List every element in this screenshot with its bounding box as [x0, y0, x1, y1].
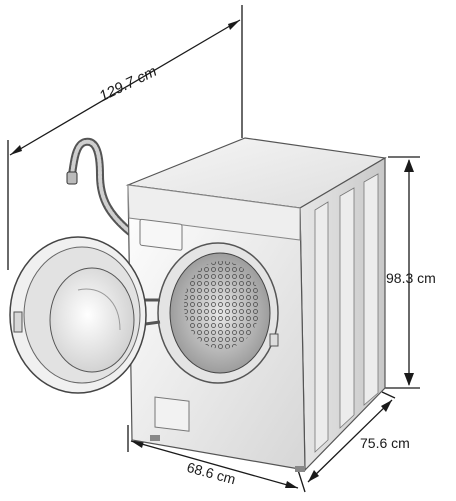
detergent-drawer	[139, 218, 183, 251]
label-height: 98.3 cm	[386, 270, 436, 286]
dimension-line-door-open-depth	[9, 19, 241, 156]
extension-line-width-right	[297, 469, 306, 493]
label-door-open-depth: 129.7 cm	[97, 63, 160, 105]
control-panel	[127, 184, 301, 241]
drum-perforations	[184, 261, 260, 349]
drum-opening	[157, 242, 279, 384]
foot-front-right	[295, 466, 305, 472]
drain-hose	[66, 137, 134, 236]
side-panel-2	[339, 187, 355, 429]
extension-line-depth	[381, 391, 396, 399]
arrowhead-depth-bottom	[308, 470, 319, 482]
arrowhead-width-right	[285, 481, 298, 488]
arrowhead-height-top	[404, 159, 414, 172]
dimension-height: 98.3 cm	[385, 156, 436, 389]
dimension-line-width	[130, 440, 299, 489]
door-glass	[49, 267, 135, 373]
filter-cover	[154, 396, 190, 432]
machine-body	[125, 137, 387, 472]
hose-end-cap	[66, 171, 78, 185]
arrowhead-left	[10, 145, 22, 155]
arrowhead-depth-top	[381, 400, 392, 412]
arrowhead-right	[228, 20, 240, 30]
open-door	[9, 236, 161, 394]
door-lock	[269, 333, 279, 347]
label-depth: 75.6 cm	[360, 435, 410, 451]
arrowhead-width-left	[131, 441, 144, 448]
door-handle[interactable]	[13, 311, 23, 333]
door-glass-reflection	[77, 288, 121, 331]
foot-front-left	[150, 435, 160, 441]
dimension-line-depth	[307, 399, 393, 483]
side-panel-3	[363, 173, 379, 406]
side-panel-1	[314, 201, 329, 453]
arrowhead-height-bottom	[404, 373, 414, 386]
dimension-depth: 75.6 cm	[307, 391, 410, 483]
